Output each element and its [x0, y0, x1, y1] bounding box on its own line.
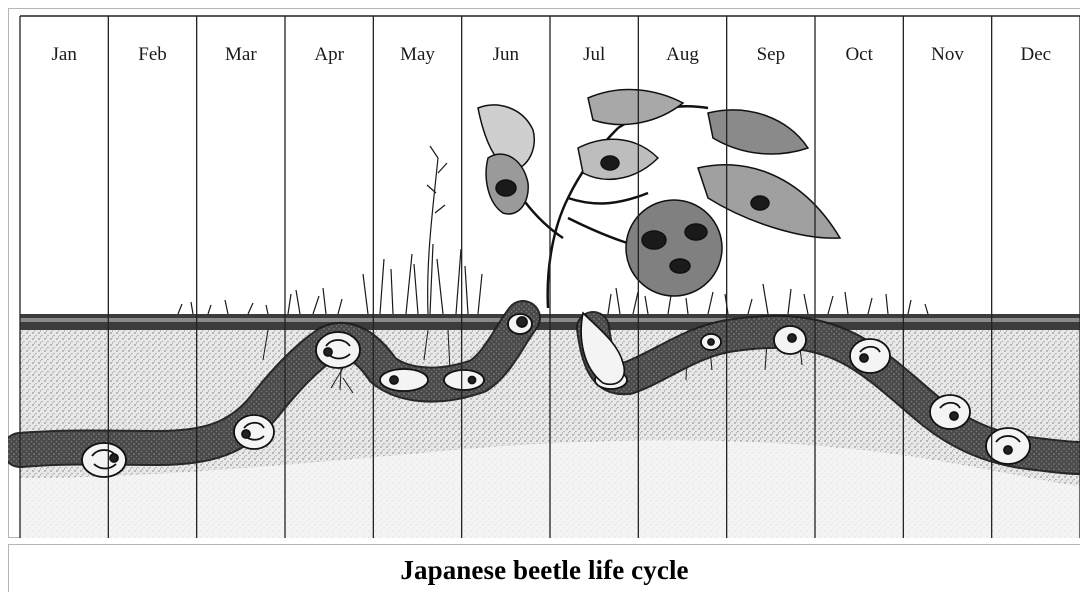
- month-label-feb: Feb: [138, 44, 167, 65]
- month-label-jan: Jan: [52, 44, 78, 65]
- caption-cell: Japanese beetle life cycle: [8, 544, 1080, 592]
- month-label-may: May: [400, 44, 435, 65]
- month-label-jul: Jul: [583, 44, 605, 65]
- month-label-aug: Aug: [666, 44, 699, 65]
- figure-caption: Japanese beetle life cycle: [9, 555, 1080, 586]
- month-label-apr: Apr: [314, 44, 344, 65]
- host-plant: [478, 90, 840, 308]
- month-label-mar: Mar: [225, 44, 257, 65]
- life-cycle-illustration: Jan Feb Mar Apr May Jun Jul Aug Sep Oct Nov Dec: [8, 8, 1080, 538]
- month-label-jun: Jun: [493, 44, 520, 65]
- month-label-nov: Nov: [931, 44, 964, 65]
- month-label-sep: Sep: [757, 44, 786, 65]
- month-label-oct: Oct: [845, 44, 873, 65]
- month-label-dec: Dec: [1021, 44, 1052, 65]
